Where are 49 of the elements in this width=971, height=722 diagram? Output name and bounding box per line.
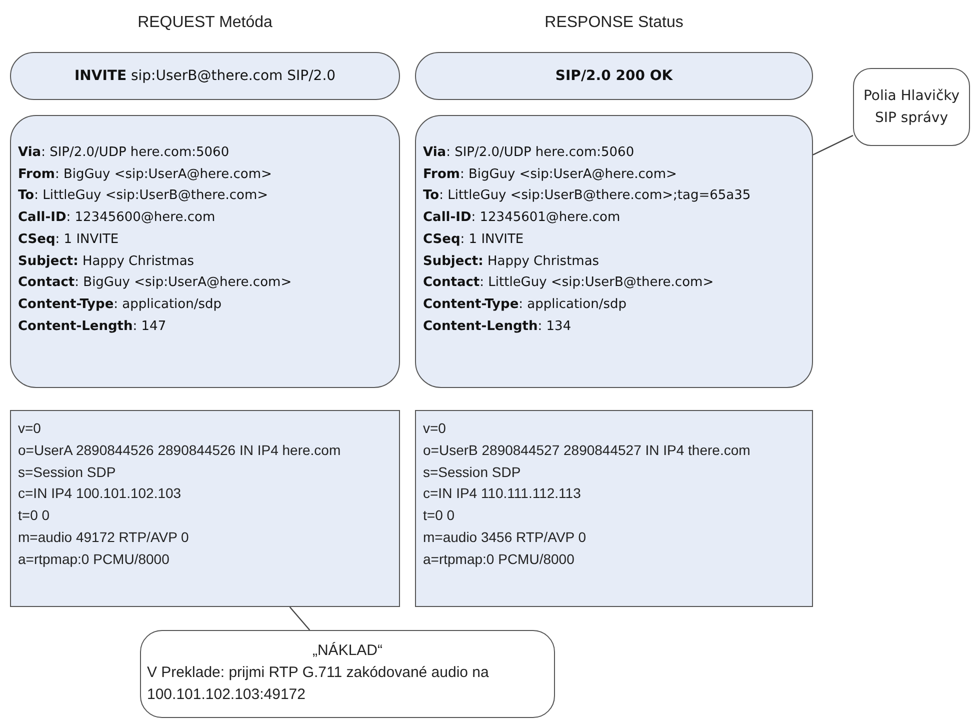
request-line-pill — [10, 52, 400, 100]
field-text: a=rtpmap:0 PCMU/8000 — [18, 550, 170, 569]
header-fields-box — [10, 115, 400, 388]
field-text: s=Session SDP — [18, 462, 117, 482]
field-text: Content-Length: 147 — [18, 318, 168, 336]
field-text: Via: SIP/2.0/UDP here.com:5060 — [423, 144, 636, 162]
sdp-body-box — [10, 410, 400, 607]
field-text: Call-ID: 12345600@here.com — [18, 209, 216, 228]
field-text: Content-Length: 134 — [423, 318, 572, 336]
field-text: „NÁKLAD“ — [311, 641, 384, 661]
field-text: c=IN IP4 110.111.112.113 — [423, 484, 582, 504]
field-text: Content-Type: application/sdp — [423, 296, 628, 314]
status-line-pill — [415, 52, 813, 100]
field-text: o=UserA 2890844526 2890844526 IN IP4 here.com — [18, 440, 342, 460]
field-text: CSeq: 1 INVITE — [18, 230, 120, 249]
column-heading: RESPONSE Status — [544, 13, 684, 33]
field-text: To: LittleGuy <sip:UserB@there.com>;tag=65a35 — [423, 187, 752, 206]
callout-bubble — [140, 630, 555, 718]
field-text: m=audio 49172 RTP/AVP 0 — [18, 528, 190, 547]
field-text: Subject: Happy Christmas — [18, 252, 196, 271]
field-text: o=UserB 2890844527 2890844527 IN IP4 there.com — [423, 440, 752, 460]
field-text: t=0 0 — [423, 506, 456, 526]
field-text: Polia Hlavičky SIP správy — [862, 87, 961, 128]
field-text: From: BigGuy <sip:UserA@here.com> — [18, 166, 273, 184]
field-text: Contact: LittleGuy <sip:UserB@there.com> — [423, 274, 715, 292]
field-text: Subject: Happy Christmas — [423, 252, 600, 271]
field-text: Via: SIP/2.0/UDP here.com:5060 — [18, 144, 230, 162]
field-text: Contact: BigGuy <sip:UserA@here.com> — [18, 274, 293, 292]
sdp-body-box — [415, 410, 813, 607]
field-text: v=0 — [18, 419, 42, 438]
field-text: a=rtpmap:0 PCMU/8000 — [423, 550, 576, 569]
header-fields-box — [415, 115, 813, 388]
field-text: SIP/2.0 200 OK — [555, 66, 673, 86]
field-text: v=0 — [423, 419, 447, 438]
field-text: Call-ID: 12345601@here.com — [423, 209, 622, 228]
field-text: CSeq: 1 INVITE — [423, 230, 525, 249]
field-text: INVITE sip:UserB@there.com SIP/2.0 — [74, 66, 336, 86]
column-heading: REQUEST Metóda — [136, 13, 274, 33]
field-text: m=audio 3456 RTP/AVP 0 — [423, 528, 588, 547]
field-text: From: BigGuy <sip:UserA@here.com> — [423, 166, 678, 184]
callout-bubble — [853, 68, 970, 146]
field-text: V Preklade: prijmi RTP G.711 zakódované audio na 100.101.102.103:49172 — [147, 663, 490, 705]
field-text: Content-Type: application/sdp — [18, 296, 223, 314]
leader-line — [289, 606, 310, 630]
leader-line — [812, 134, 854, 156]
field-text: c=IN IP4 100.101.102.103 — [18, 484, 182, 504]
field-text: s=Session SDP — [423, 462, 522, 482]
field-text: To: LittleGuy <sip:UserB@there.com> — [18, 187, 270, 206]
field-text: t=0 0 — [18, 506, 51, 526]
